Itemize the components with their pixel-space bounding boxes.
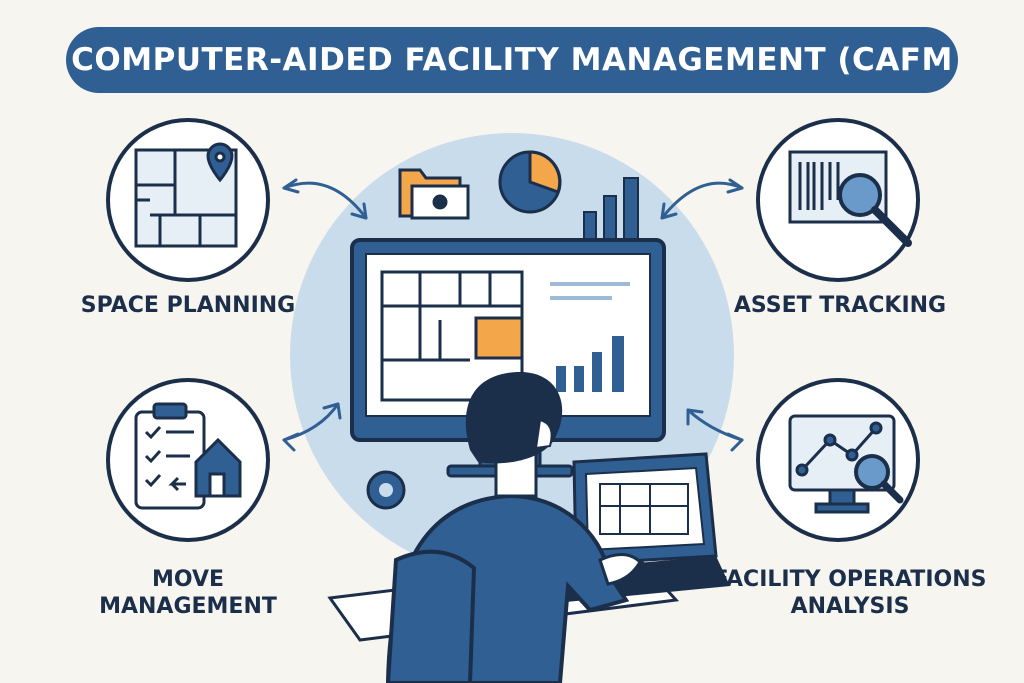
arrow-space-planning [282,181,368,220]
title-banner: COMPUTER-AIDED FACILITY MANAGEMENT (CAFM [66,27,958,93]
barcode-magnifier-icon [788,150,912,247]
pie-chart-icon [498,150,562,214]
space-planning-label: SPACE PLANNING [80,293,296,318]
move-management-label-line2: MANAGEMENT [99,594,277,619]
asset-tracking-label: ASSET TRACKING [733,293,947,318]
person-at-desk [385,372,642,683]
arrow-asset-tracking [660,181,744,220]
checklist-house-icon [134,402,242,510]
gear-icon [366,470,406,510]
folder-gear-icon [398,168,470,220]
move-management-label-line1: MOVE [151,567,225,592]
floor-plan-pin-icon [134,142,238,248]
facility-operations-label-line1: FACILITY OPERATIONS [713,567,987,592]
monitor-chart-icon [788,414,904,514]
connector-arrows [282,178,744,452]
facility-operations-label-line2: ANALYSIS [790,594,910,619]
page-title: COMPUTER-AIDED FACILITY MANAGEMENT (CAFM [71,42,953,78]
